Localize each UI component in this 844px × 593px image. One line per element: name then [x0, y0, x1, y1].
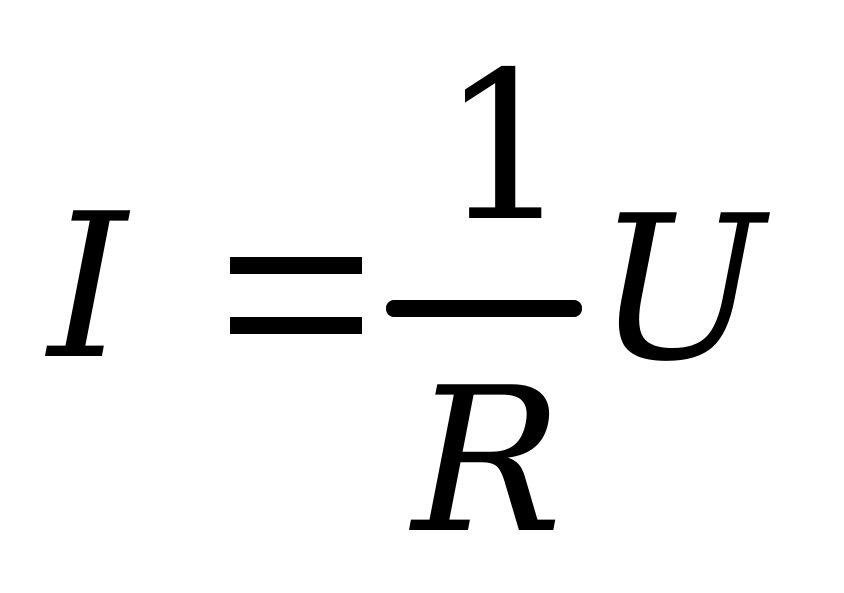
equals-sign — [230, 257, 362, 335]
equals-sign-top-bar — [230, 257, 362, 274]
fraction-numerator: 1 — [440, 29, 571, 267]
equals-sign-bottom-bar — [230, 317, 362, 334]
current-variable: I — [48, 171, 128, 404]
resistance-variable: R — [412, 345, 563, 578]
voltage-variable: U — [596, 173, 765, 406]
fraction-bar — [386, 300, 582, 317]
